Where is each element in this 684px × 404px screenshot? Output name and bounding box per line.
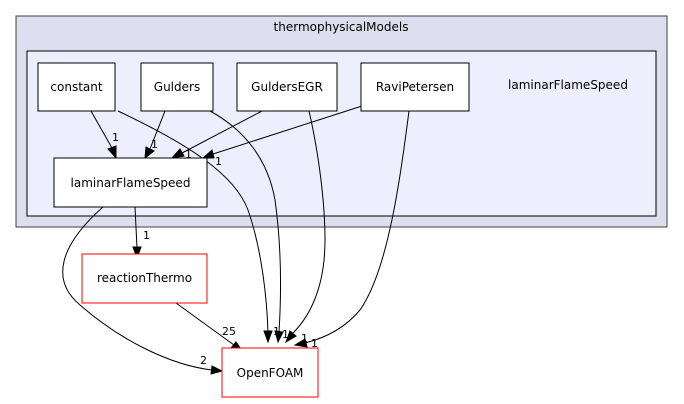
node-label-GuldersEGR: GuldersEGR bbox=[251, 80, 323, 94]
edge-label-gulders-egr-to-lfs: 1 bbox=[185, 148, 192, 161]
node-constant[interactable]: constant bbox=[37, 62, 116, 112]
edge-label-reaction-thermo-to-openfoam: 25 bbox=[222, 325, 236, 338]
edge-label-gulders-to-openfoam: 1 bbox=[282, 328, 289, 341]
node-reactionThermo[interactable]: reactionThermo bbox=[81, 253, 208, 304]
edge-Gulders-to-OpenFOAM bbox=[209, 110, 281, 333]
node-laminarFlameSpeed[interactable]: laminarFlameSpeed bbox=[53, 157, 208, 208]
edge-laminarFlameSpeed-to-reactionThermo bbox=[134, 206, 138, 249]
edges: 1 1 1 1 1 25 2 1 1 1 bbox=[62, 105, 410, 375]
arrowhead bbox=[263, 330, 273, 344]
node-label-RaviPetersen: RaviPetersen bbox=[376, 80, 454, 94]
edge-label-gulders-to-lfs: 1 bbox=[151, 138, 158, 151]
node-Gulders[interactable]: Gulders bbox=[140, 62, 214, 112]
arrowhead bbox=[170, 148, 185, 159]
arrowhead bbox=[144, 146, 155, 160]
node-OpenFOAM[interactable]: OpenFOAM bbox=[221, 347, 319, 398]
edge-label-constant-to-lfs: 1 bbox=[112, 131, 119, 144]
arrowhead bbox=[274, 330, 284, 344]
arrowhead bbox=[210, 365, 224, 375]
edge-reactionThermo-to-OpenFOAM bbox=[175, 302, 235, 346]
edge-label-lfs-to-openfoam: 2 bbox=[200, 354, 207, 367]
node-label-reactionThermo: reactionThermo bbox=[97, 271, 192, 285]
arrowhead bbox=[107, 145, 117, 160]
edge-label-gulders-egr-to-openfoam: 1 bbox=[301, 332, 308, 345]
edge-Gulders-to-laminarFlameSpeed bbox=[149, 110, 166, 150]
arrowhead bbox=[201, 149, 215, 159]
node-label-OpenFOAM: OpenFOAM bbox=[237, 366, 304, 380]
node-label-Gulders: Gulders bbox=[154, 80, 200, 94]
edge-constant-to-OpenFOAM bbox=[117, 110, 269, 333]
edge-label-ravi-petersen-to-lfs: 1 bbox=[215, 155, 222, 168]
node-GuldersEGR[interactable]: GuldersEGR bbox=[236, 62, 338, 112]
node-label-laminarFlameSpeed: laminarFlameSpeed bbox=[71, 176, 191, 190]
arrowhead bbox=[132, 246, 142, 260]
edge-laminarFlameSpeed-to-OpenFOAM bbox=[62, 206, 213, 371]
edge-RaviPetersen-to-OpenFOAM bbox=[304, 110, 410, 344]
cluster-label-laminarFlameSpeed: laminarFlameSpeed bbox=[508, 78, 628, 92]
edge-label-ravi-petersen-to-openfoam: 1 bbox=[311, 337, 318, 350]
arrowhead bbox=[285, 330, 297, 344]
edge-constant-to-laminarFlameSpeed bbox=[90, 110, 113, 149]
edge-label-lfs-to-reaction-thermo: 1 bbox=[143, 229, 150, 242]
cluster-label-thermophysicalModels: thermophysicalModels bbox=[274, 20, 409, 34]
node-label-constant: constant bbox=[50, 80, 102, 94]
edge-GuldersEGR-to-laminarFlameSpeed bbox=[181, 110, 263, 154]
node-RaviPetersen[interactable]: RaviPetersen bbox=[360, 62, 470, 112]
arrowhead bbox=[293, 338, 308, 348]
edge-RaviPetersen-to-laminarFlameSpeed bbox=[212, 105, 363, 155]
edge-GuldersEGR-to-OpenFOAM bbox=[292, 110, 326, 334]
